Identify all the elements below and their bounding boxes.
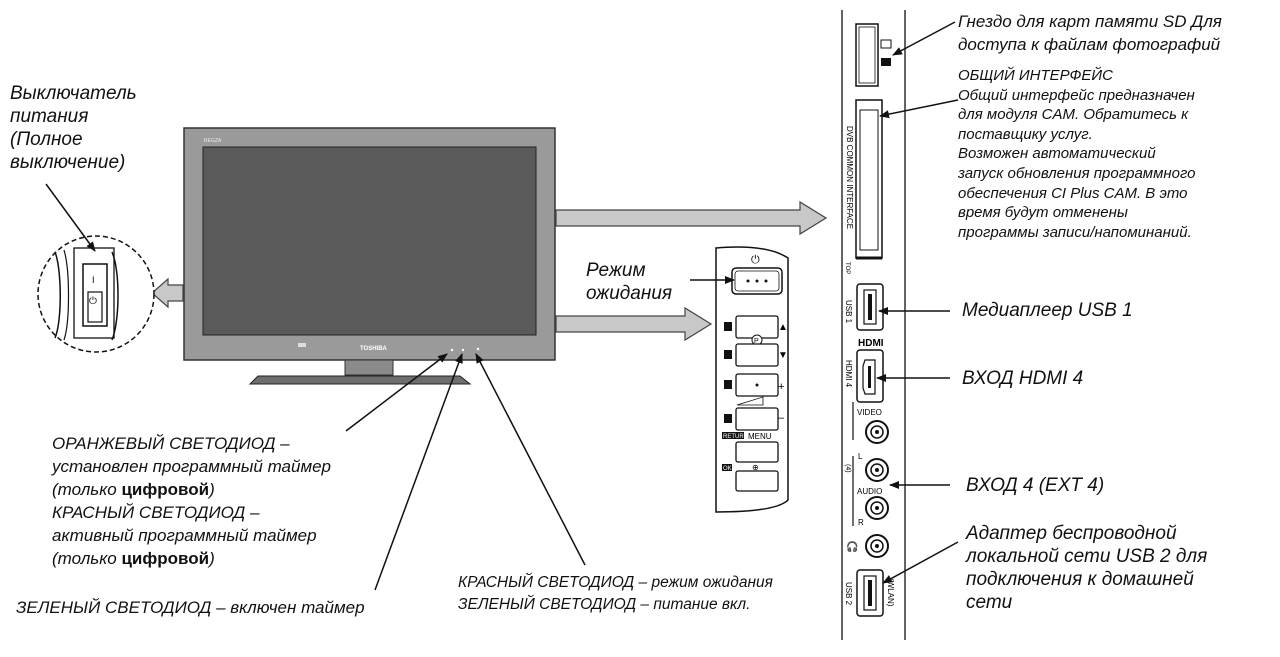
ci-line: поставщику услуг.	[958, 125, 1093, 143]
panel-power-icon: ⏻	[751, 254, 760, 266]
leader-power-switch	[45, 183, 96, 252]
tv-brand-bottom: TOSHIBA	[360, 346, 388, 352]
led-green-power: ЗЕЛЕНЫЙ СВЕТОДИОД – питание вкл.	[458, 596, 751, 613]
video-mark: VIDEO	[857, 408, 882, 417]
hdmi4-label: ВХОД HDMI 4	[962, 368, 1084, 389]
usb2-line: Адаптер беспроводной	[966, 523, 1177, 544]
dvb-ci-mark: DVB COMMON INTERFACE	[845, 126, 854, 229]
standby-line: Режим	[586, 260, 646, 281]
leader-ci	[879, 99, 959, 119]
standby-label: Режим ожидания	[586, 259, 672, 305]
led-red-title: КРАСНЫЙ СВЕТОДИОД –	[52, 503, 260, 522]
arrow-to-side-panel	[555, 200, 828, 236]
power-switch-line: питания	[10, 106, 89, 127]
ci-line: Возможен автоматический	[958, 145, 1156, 163]
button-p-label: P	[754, 338, 759, 345]
power-on-symbol: I	[92, 275, 95, 285]
ci-line: запуск обновления программного	[958, 164, 1196, 182]
input-icon: ⊕	[752, 463, 759, 472]
four-mark: (4)	[844, 464, 851, 473]
ci-line: время будут отменены	[958, 204, 1128, 222]
led-red-desc: активный программный таймер	[52, 526, 317, 545]
usb1-label: Медиаплеер USB 1	[962, 300, 1133, 321]
leader-led-standby	[475, 353, 586, 566]
power-switch-line: Выключатель	[10, 83, 137, 104]
hdmi4-mark: HDMI 4	[844, 360, 853, 388]
hdmi-logo: HDMI	[858, 338, 884, 349]
led-bottom-label: КРАСНЫЙ СВЕТОДИОД – режим ожидания ЗЕЛЕН…	[458, 572, 773, 616]
led-orange-title: ОРАНЖЕВЫЙ СВЕТОДИОД –	[52, 434, 290, 453]
power-switch-line: выключение)	[10, 152, 126, 173]
svg-text:–: –	[778, 412, 785, 424]
button-panel: ⏻ ▲ P ▼ + – RETURN MENU OK ⊕	[715, 246, 789, 513]
input4-label: ВХОД 4 (EXT 4)	[966, 475, 1105, 496]
ci-title: ОБЩИЙ ИНТЕРФЕЙС	[958, 67, 1113, 84]
ci-line: для модуля CAM. Обратитесь к	[958, 106, 1189, 124]
power-switch-line: (Полное	[10, 129, 83, 150]
arrow-to-power-switch	[151, 277, 184, 309]
side-connector-panel: DVB COMMON INTERFACE TOP USB 1 HDMI HDMI…	[841, 10, 906, 640]
button-menu-label: MENU	[748, 432, 772, 441]
r-mark: R	[858, 518, 864, 527]
usb2-line: подключения к домашней	[966, 569, 1194, 590]
arrow-to-button-panel	[555, 306, 713, 342]
headphone-icon: 🎧	[846, 540, 858, 553]
audio-mark: AUDIO	[857, 487, 882, 496]
tv-set: REGZA TOSHIBA	[183, 127, 556, 385]
ci-line: обеспечения CI Plus CAM. В это	[958, 184, 1188, 202]
top-mark: TOP	[844, 262, 850, 274]
svg-text:+: +	[778, 381, 784, 393]
svg-text:▲: ▲	[778, 322, 788, 333]
l-mark: L	[858, 452, 863, 461]
sd-slot-line: Гнездо для карт памяти SD Для	[958, 12, 1222, 31]
leader-sd	[892, 21, 956, 56]
ci-line: программы записи/напоминаний.	[958, 223, 1192, 241]
led-orange-desc: установлен программный таймер	[52, 457, 332, 476]
power-icon: ⏻	[89, 296, 97, 307]
leader-usb2	[882, 541, 959, 584]
led-green-timer-label: ЗЕЛЕНЫЙ СВЕТОДИОД – включен таймер	[16, 598, 365, 617]
led-red-note: (только цифровой)	[52, 549, 215, 568]
led-orange-note: (только цифровой)	[52, 480, 215, 499]
ci-line: Общий интерфейс предназначен	[958, 86, 1195, 104]
usb2-mark: USB 2	[844, 582, 853, 606]
led-red-standby: КРАСНЫЙ СВЕТОДИОД – режим ожидания	[458, 574, 773, 591]
sd-slot-line: доступа к файлам фотографий	[958, 35, 1221, 54]
usb2-line: сети	[966, 592, 1013, 613]
power-switch-label: Выключатель питания (Полное выключение)	[10, 82, 137, 174]
usb2-label: Адаптер беспроводной локальной сети USB …	[966, 522, 1207, 614]
power-switch-detail: I ⏻	[37, 235, 155, 353]
sd-slot-label: Гнездо для карт памяти SD Для доступа к …	[958, 10, 1222, 56]
button-return-label: RETURN	[723, 434, 748, 440]
button-ok-label: OK	[723, 466, 732, 472]
leader-led-green-timer	[374, 353, 463, 591]
svg-text:▼: ▼	[778, 350, 788, 361]
led-left-label: ОРАНЖЕВЫЙ СВЕТОДИОД – установлен програм…	[52, 432, 331, 570]
tv-brand-top: REGZA	[204, 138, 222, 144]
usb1-mark: USB 1	[844, 300, 853, 324]
standby-line: ожидания	[586, 283, 673, 304]
usb2-line: локальной сети USB 2 для	[966, 546, 1208, 567]
wlan-mark: (WLAN)	[886, 578, 895, 607]
leader-led-orange	[345, 353, 448, 432]
common-interface-label: ОБЩИЙ ИНТЕРФЕЙС Общий интерфейс предназн…	[958, 66, 1196, 242]
